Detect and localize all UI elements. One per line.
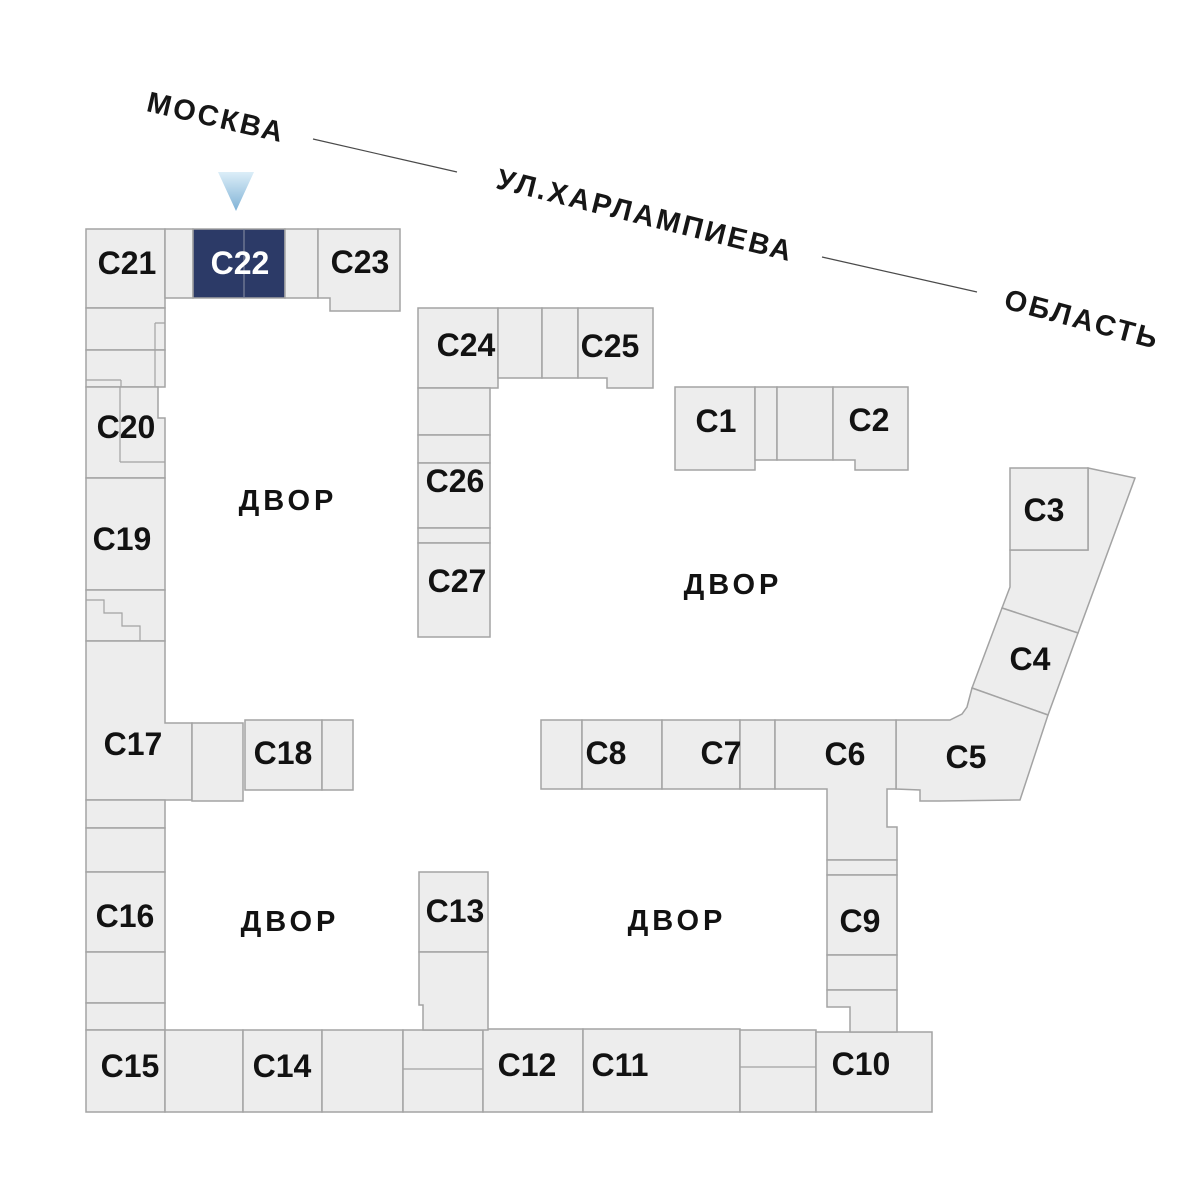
building-cell bbox=[164, 228, 194, 299]
building-c2[interactable] bbox=[832, 386, 909, 471]
building-cell bbox=[164, 1029, 244, 1113]
building-c22-selected[interactable] bbox=[192, 228, 286, 299]
building-label-c16: С16 bbox=[96, 898, 155, 934]
building-cell bbox=[826, 954, 898, 991]
building-c11[interactable] bbox=[582, 1028, 741, 1113]
building-label-c8: С8 bbox=[586, 735, 627, 771]
building-label-c21: С21 bbox=[98, 245, 157, 281]
street-connector-line bbox=[312, 138, 458, 173]
building-label-c23: С23 bbox=[331, 244, 390, 280]
building-cell bbox=[85, 589, 166, 642]
street-label-moskva: МОСКВА bbox=[144, 87, 288, 150]
building-cell bbox=[85, 951, 166, 1004]
courtyard-label-top-left: ДВОР bbox=[239, 485, 338, 517]
building-c21[interactable] bbox=[85, 228, 166, 309]
building-cell bbox=[85, 827, 166, 873]
building-c10[interactable] bbox=[815, 1031, 933, 1113]
building-label-c24: С24 bbox=[437, 327, 496, 363]
courtyard-label-top-right: ДВОР bbox=[684, 569, 783, 601]
building-cell bbox=[540, 719, 583, 790]
building-cell bbox=[402, 1029, 484, 1113]
building-cell bbox=[739, 1029, 817, 1113]
building-c15[interactable] bbox=[85, 1029, 166, 1113]
building-c12[interactable] bbox=[482, 1028, 584, 1113]
building-cell bbox=[321, 719, 354, 791]
building-cell bbox=[417, 527, 491, 544]
building-label-c15: С15 bbox=[101, 1048, 160, 1084]
building-label-c1: С1 bbox=[696, 403, 737, 439]
building-c8[interactable] bbox=[581, 719, 663, 790]
street-connector-line bbox=[821, 256, 978, 293]
building-label-c5: С5 bbox=[946, 739, 987, 775]
building-c3[interactable] bbox=[1009, 467, 1089, 551]
building-label-c19: С19 bbox=[93, 521, 152, 557]
building-cell bbox=[85, 307, 166, 351]
building-cell bbox=[321, 1029, 404, 1113]
building-label-c18: С18 bbox=[254, 735, 313, 771]
building-c27[interactable] bbox=[417, 542, 491, 638]
building-cell bbox=[85, 349, 166, 388]
building-c26[interactable] bbox=[417, 462, 491, 529]
building-label-c4: С4 bbox=[1010, 641, 1051, 677]
building-cell bbox=[417, 434, 491, 464]
plan-detail-lines bbox=[119, 387, 165, 463]
building-cell bbox=[85, 1002, 166, 1031]
building-label-c14: С14 bbox=[253, 1048, 312, 1084]
building-label-c2: С2 bbox=[849, 402, 890, 438]
building-c6[interactable] bbox=[774, 719, 898, 861]
building-label-c20: С20 bbox=[97, 409, 156, 445]
building-label-c25: С25 bbox=[581, 328, 640, 364]
building-c23[interactable] bbox=[317, 228, 401, 312]
building-c18[interactable] bbox=[244, 719, 323, 791]
selected-building-marker-icon bbox=[218, 172, 254, 211]
building-c19[interactable] bbox=[85, 477, 166, 591]
building-label-c12: С12 bbox=[498, 1047, 557, 1083]
building-c25[interactable] bbox=[577, 307, 654, 389]
building-cell bbox=[754, 386, 778, 461]
building-c16[interactable] bbox=[85, 871, 166, 953]
staircase-detail bbox=[86, 599, 141, 641]
courtyard-label-bottom-left: ДВОР bbox=[241, 906, 340, 938]
building-cell bbox=[541, 307, 579, 379]
building-cell bbox=[776, 386, 834, 461]
building-cell bbox=[826, 989, 898, 1033]
street-label-kharlampieva: УЛ.ХАРЛАМПИЕВА bbox=[493, 164, 797, 269]
building-cell bbox=[418, 951, 489, 1031]
building-c5[interactable] bbox=[895, 687, 1049, 802]
building-label-c10: С10 bbox=[832, 1046, 891, 1082]
building-cell bbox=[826, 859, 898, 876]
building-label-c9: С9 bbox=[840, 903, 881, 939]
building-c14[interactable] bbox=[242, 1029, 323, 1113]
building-label-c3: С3 bbox=[1024, 492, 1065, 528]
building-c7[interactable] bbox=[661, 719, 741, 790]
building-cell bbox=[417, 387, 491, 436]
building-cell bbox=[284, 228, 319, 299]
building-cell bbox=[739, 719, 776, 790]
building-c17[interactable] bbox=[85, 640, 193, 801]
building-label-c22: С22 bbox=[211, 245, 270, 281]
building-label-c27: С27 bbox=[428, 563, 487, 599]
building-label-c13: С13 bbox=[426, 893, 485, 929]
building-cell bbox=[497, 307, 543, 379]
courtyard-label-bottom-right: ДВОР bbox=[628, 905, 727, 937]
building-label-c11: С11 bbox=[592, 1047, 649, 1083]
building-label-c7: С7 bbox=[701, 735, 742, 771]
plan-detail-lines bbox=[86, 322, 165, 387]
building-label-c26: С26 bbox=[426, 463, 485, 499]
building-c1[interactable] bbox=[674, 386, 756, 471]
building-label-c6: С6 bbox=[825, 736, 866, 772]
building-cell bbox=[85, 799, 166, 829]
street-label-oblast: ОБЛАСТЬ bbox=[1001, 284, 1163, 356]
building-cell bbox=[191, 722, 244, 802]
building-c24[interactable] bbox=[417, 307, 499, 389]
building-label-c17: С17 bbox=[104, 726, 163, 762]
